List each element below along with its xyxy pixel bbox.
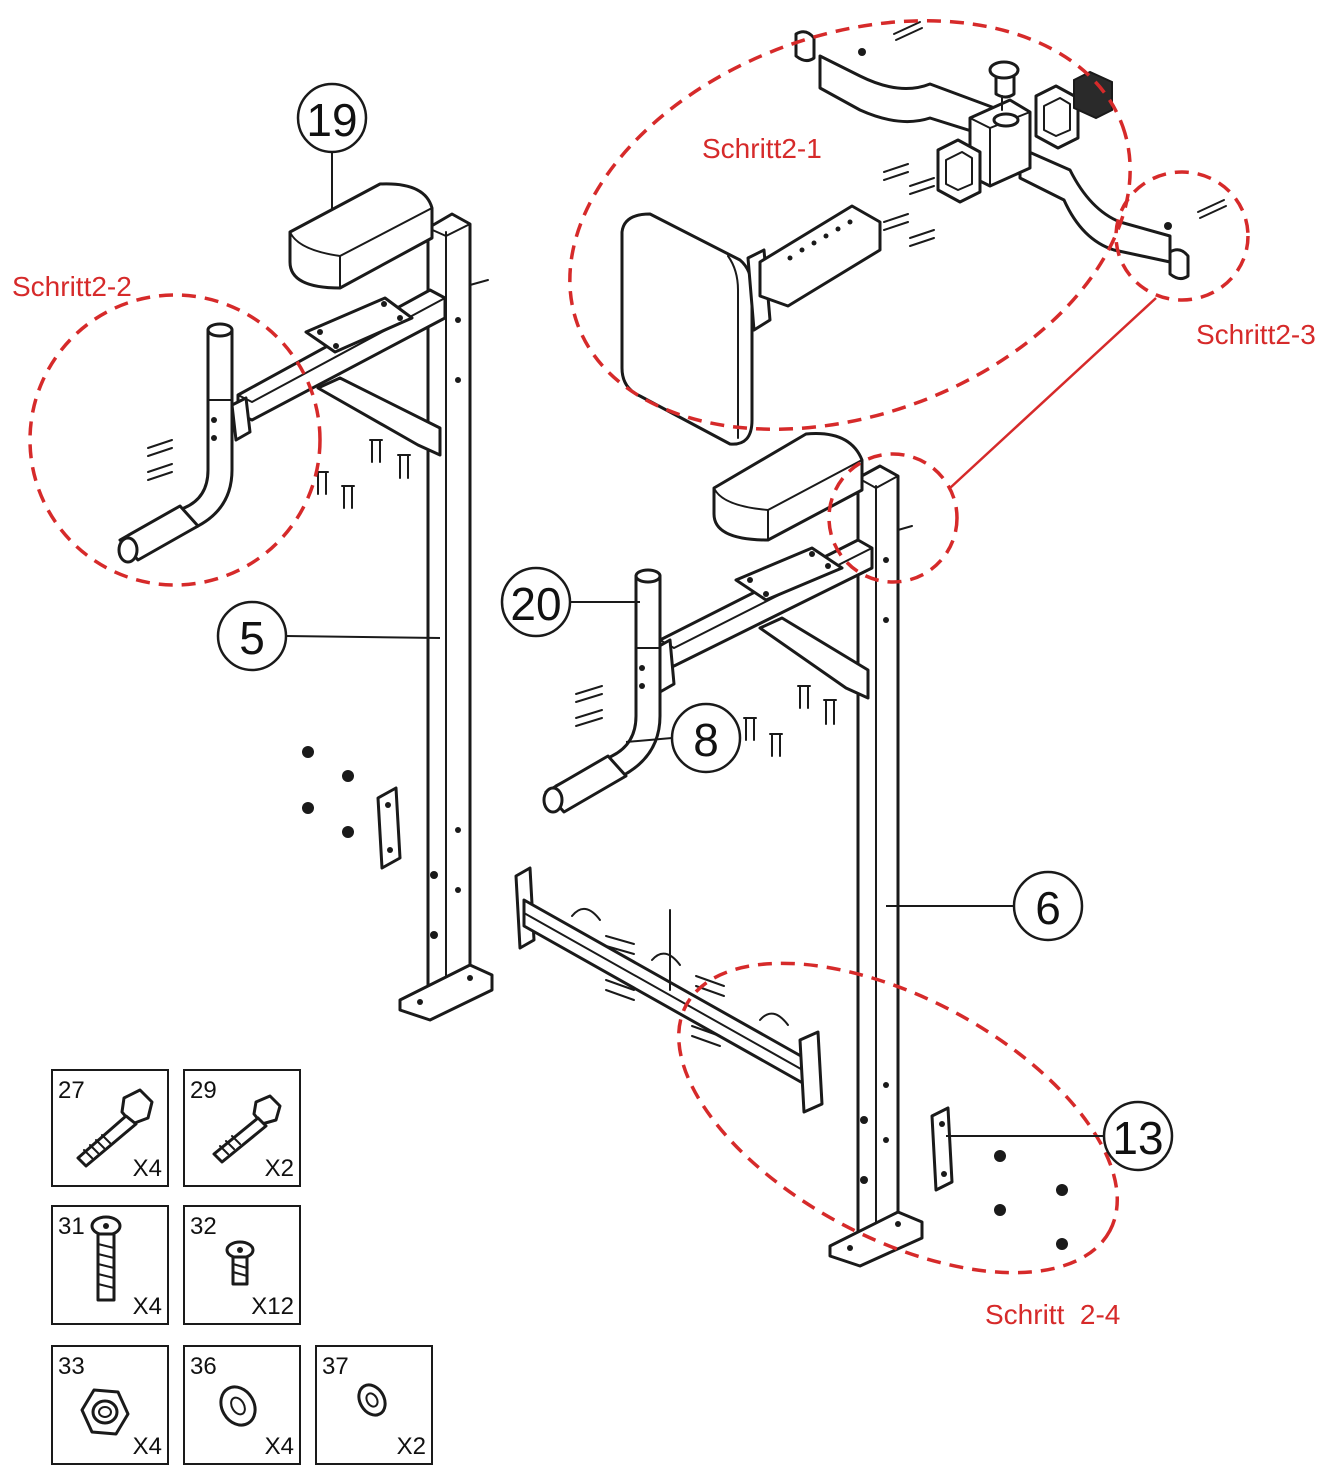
svg-text:31: 31	[58, 1213, 85, 1240]
callout-6: 6	[1035, 882, 1061, 934]
svg-text:27: 27	[58, 1077, 85, 1104]
step-outlines	[28, 19, 1250, 1275]
callouts: 19 5 20 8 6 13	[216, 82, 1174, 1172]
step-outline-2-3a	[1114, 170, 1250, 302]
callout-5: 5	[239, 612, 265, 664]
part-box-27: 27 X4	[51, 1069, 169, 1187]
svg-text:X4: X4	[133, 1433, 162, 1460]
svg-text:X4: X4	[133, 1293, 162, 1320]
hex-nut-icon	[80, 1388, 130, 1436]
short-screw-icon	[225, 1240, 255, 1286]
callout-8: 8	[693, 714, 719, 766]
step-label-2-2: Schritt2-2	[12, 271, 132, 302]
button-head-screw-icon	[90, 1215, 122, 1302]
right-handle	[542, 568, 662, 814]
svg-text:36: 36	[190, 1353, 217, 1380]
step-outline-2-3b	[827, 452, 959, 584]
step-label-2-1: Schritt2-1	[702, 133, 822, 164]
svg-text:X4: X4	[265, 1433, 294, 1460]
small-washer-icon	[357, 1383, 387, 1417]
callout-13: 13	[1112, 1112, 1163, 1164]
step-outline-2-1	[568, 19, 1132, 431]
part-box-29: 29 X2	[183, 1069, 301, 1187]
svg-text:37: 37	[322, 1353, 349, 1380]
right-frame-part-6	[654, 432, 924, 1268]
svg-text:X2: X2	[397, 1433, 426, 1460]
part-box-32: 32 X12	[183, 1205, 301, 1325]
step-outline-2-4	[676, 961, 1120, 1275]
step-label-2-3: Schritt2-3	[1196, 319, 1316, 350]
callout-19: 19	[306, 94, 357, 146]
part-box-36: 36 X4	[183, 1345, 301, 1465]
svg-text:X4: X4	[133, 1155, 162, 1182]
parts-legend: 27 X4 29 X2 31 X4	[51, 1069, 433, 1465]
top-attachment-assembly	[620, 21, 1227, 446]
left-handle	[117, 322, 234, 564]
part-box-37: 37 X2	[315, 1345, 433, 1465]
svg-text:33: 33	[58, 1353, 85, 1380]
callout-20: 20	[510, 578, 561, 630]
plate-part-13	[930, 1106, 1068, 1250]
svg-text:29: 29	[190, 1077, 217, 1104]
part-box-31: 31 X4	[51, 1205, 169, 1325]
bottom-crossbar	[514, 866, 824, 1114]
svg-text:X12: X12	[251, 1293, 294, 1320]
medium-bolt-icon	[212, 1094, 282, 1164]
svg-text:X2: X2	[265, 1155, 294, 1182]
left-frame-part-5	[230, 182, 494, 1022]
step-outline-2-2	[28, 293, 322, 587]
long-bolt-icon	[76, 1088, 154, 1168]
washer-icon	[219, 1385, 257, 1427]
svg-text:32: 32	[190, 1213, 217, 1240]
step-label-2-4: Schritt 2-4	[985, 1299, 1120, 1330]
part-box-33: 33 X4	[51, 1345, 169, 1465]
